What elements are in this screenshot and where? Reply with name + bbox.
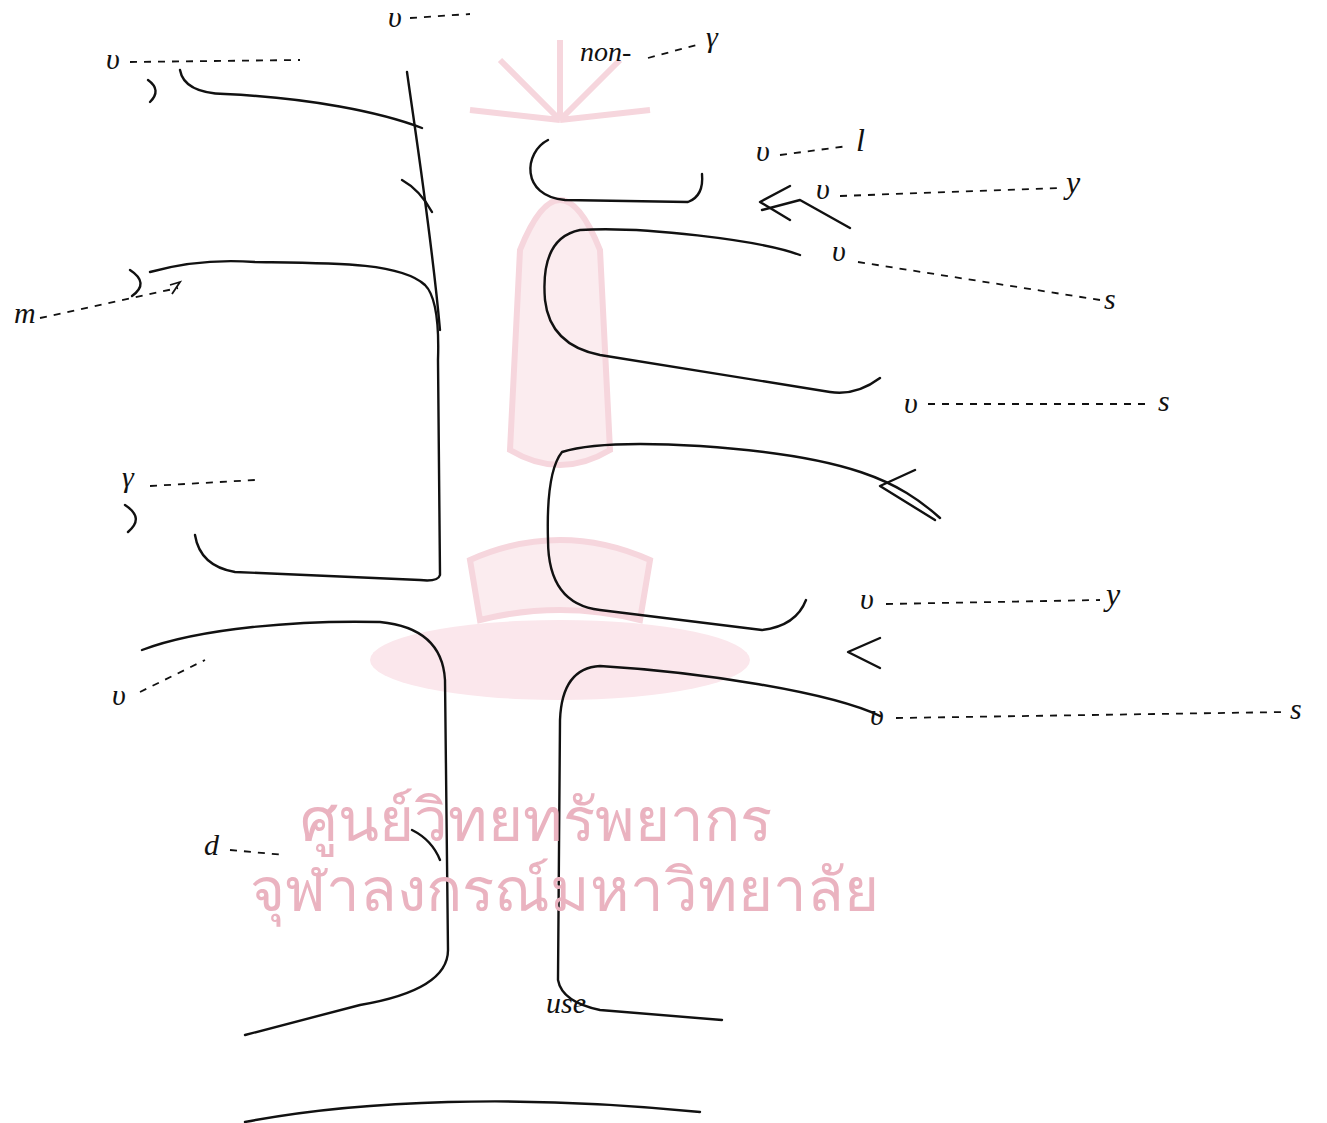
part-letter: υ (870, 700, 884, 730)
sketch-outline (125, 70, 940, 1122)
part-letter: υ (106, 44, 120, 74)
watermark: ศูนย์วิทยทรัพยากร (300, 790, 772, 850)
part-letter: υ (388, 2, 402, 32)
part-letter: d (204, 830, 219, 860)
part-letter: υ (860, 584, 874, 614)
part-letter: m (14, 298, 36, 328)
part-letter: s (1104, 284, 1116, 314)
part-letter: y (1066, 166, 1080, 198)
part-letter: s (1158, 386, 1170, 416)
part-letter: υ (832, 236, 846, 266)
part-letter: υ (756, 136, 770, 166)
part-label: non- (580, 38, 631, 66)
part-letter: υ (112, 680, 126, 710)
part-letter: γ (122, 462, 134, 492)
leader-lines (40, 14, 1285, 855)
part-letter: l (856, 124, 865, 156)
part-letter: γ (706, 22, 718, 52)
part-letter: υ (904, 388, 918, 418)
part-label: use (546, 988, 586, 1018)
part-letter: s (1290, 694, 1302, 724)
watermark: จุฬาลงกรณ์มหาวิทยาลัย (250, 860, 879, 920)
part-letter: υ (816, 174, 830, 204)
part-letter: y (1106, 578, 1120, 610)
